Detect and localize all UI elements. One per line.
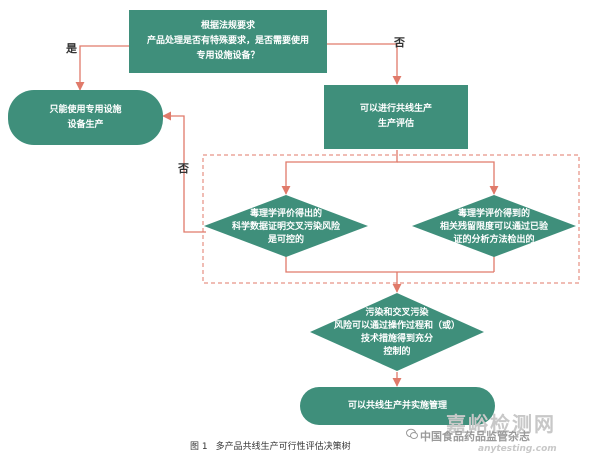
arrow-to-left-diamond	[281, 150, 398, 195]
diamond-bottom-line-1: 污染和交叉污染	[365, 308, 429, 318]
question-line-3: 专用设施设备？	[196, 51, 260, 61]
diamond-bottom-line-4: 控制的	[383, 347, 411, 357]
diamond-left-text: 毒理学评价得出的 科学数据证明交叉污染风险 是可控的	[214, 207, 358, 247]
wechat-icon	[406, 428, 418, 439]
watermark-account: 中国食品药品监管杂志	[420, 430, 530, 443]
question-line-2: 产品处理是否有特殊要求，是否需要使用	[146, 36, 309, 46]
arrow-no-side	[162, 111, 206, 233]
diamond-left-line-1: 毒理学评价得出的	[249, 208, 322, 219]
arrow-no-top	[327, 43, 402, 85]
diamond-right-line-2: 相关残留限度可以通过已验	[439, 221, 548, 232]
merge-line-left	[285, 256, 494, 273]
question-box: 根据法规要求 产品处理是否有特殊要求，是否需要使用 专用设施设备？	[129, 10, 327, 73]
arrow-yes	[75, 45, 130, 91]
dedicated-line-1: 只能使用专用设施	[49, 104, 122, 115]
shared-line-2: 生产评估	[377, 119, 414, 129]
arrow-to-right-diamond	[397, 161, 499, 195]
diamond-bottom-text: 污染和交叉污染 风险可以通过操作过程和（或） 技术措施得到充分 控制的	[322, 306, 472, 360]
label-yes: 是	[66, 42, 77, 55]
label-no-top: 否	[394, 36, 405, 49]
diamond-left-shape	[204, 195, 368, 257]
shared-production-box: 可以进行共线生产 生产评估	[324, 85, 468, 149]
diamond-right-shape	[412, 195, 576, 257]
question-line-1: 根据法规要求	[200, 21, 255, 31]
diamond-bottom-shape	[310, 293, 484, 371]
final-text: 可以共线生产并实施管理	[347, 400, 447, 411]
shared-line-1: 可以进行共线生产	[359, 104, 432, 114]
diamond-left-line-2: 科学数据证明交叉污染风险	[231, 221, 340, 232]
watermark-site: 嘉峪检测网	[446, 412, 556, 436]
diamond-right-text: 毒理学评价得到的 相关残留限度可以通过已验 证的分析方法检出的	[422, 207, 566, 247]
diamond-bottom-line-3: 技术措施得到充分	[360, 334, 433, 344]
caption-title: 多产品共线生产可行性评估决策树	[215, 442, 351, 452]
diamond-left-line-3: 是可控的	[267, 234, 304, 245]
dedicated-facility-box: 只能使用专用设施 设备生产	[8, 90, 163, 145]
diamond-right-line-3: 证的分析方法检出的	[453, 234, 535, 245]
figure-caption: 图 1 多产品共线生产可行性评估决策树	[190, 439, 359, 452]
dedicated-line-2: 设备生产	[67, 119, 104, 130]
diamond-right-line-1: 毒理学评价得到的	[457, 208, 530, 219]
watermark-url: anytesting.com	[478, 444, 557, 454]
diamond-bottom-line-2: 风险可以通过操作过程和（或）	[333, 321, 460, 331]
caption-figure-number: 图 1	[190, 442, 208, 452]
final-box: 可以共线生产并实施管理	[300, 387, 495, 425]
label-no-side: 否	[178, 162, 189, 175]
